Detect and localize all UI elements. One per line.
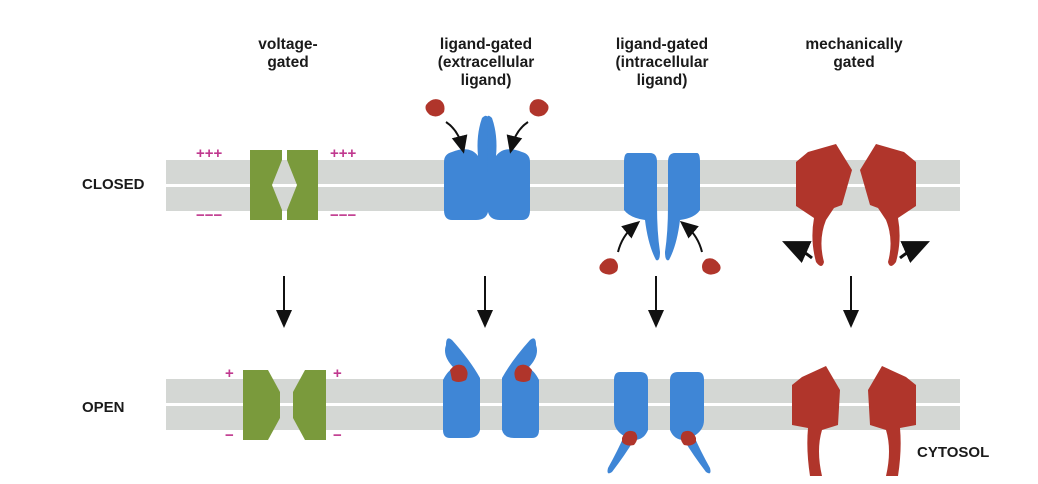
header-ligand-extracellular: ligand-gated (extracellular ligand) [406, 36, 566, 90]
row-label-closed: CLOSED [82, 176, 145, 193]
charge-plus-open-left: + [225, 365, 234, 382]
voltage-channel-open [243, 370, 326, 440]
ligand-intra-subunit-left [607, 372, 648, 474]
header-line: (intracellular [615, 54, 709, 71]
charge-minus-open-right: − [333, 427, 342, 444]
header-mechanically-gated: mechanically gated [774, 36, 934, 72]
ligand-intra-subunit-left [624, 153, 660, 261]
voltage-subunit-right [287, 150, 318, 220]
curved-arrow-left [617, 220, 641, 253]
ligand-intra-subunit-right [665, 153, 700, 261]
bound-ligand-right [680, 430, 696, 446]
ligand-extra-channel-closed [444, 115, 530, 220]
charge-plus-open-right: + [333, 365, 342, 382]
mechanical-tension-arrows [782, 241, 930, 264]
mechanical-subunit-right [860, 144, 916, 266]
mechanical-subunit-right [868, 366, 916, 476]
ligand-extra-subunit-right [486, 115, 530, 220]
charges: +++ +++ −−− −−− + + − − [196, 145, 357, 444]
row-label-open: OPEN [82, 399, 125, 416]
voltage-subunit-left [243, 370, 280, 440]
ligand-droplet-right [702, 258, 721, 275]
header-voltage-gated: voltage- gated [208, 36, 368, 72]
header-line: ligand) [460, 72, 512, 89]
ligand-extra-subunit-left [443, 338, 480, 438]
bound-ligand-right [514, 364, 532, 382]
mechanical-channel-closed [796, 144, 916, 266]
ligand-extra-subunit-left [444, 115, 489, 220]
mechanical-channel-open [792, 366, 916, 476]
ligand-extra-subunit-right [502, 338, 539, 438]
ligand-intra-channel-open [607, 372, 711, 474]
header-line: gated [833, 54, 875, 71]
header-line: ligand-gated [615, 36, 709, 53]
curved-arrow-left [445, 121, 468, 154]
mechanical-subunit-left [796, 144, 852, 266]
ligand-droplet-left [425, 99, 445, 117]
voltage-subunit-left [250, 150, 282, 220]
ligand-intra-ligands [599, 220, 721, 275]
voltage-subunit-right [293, 370, 326, 440]
voltage-channel-closed [250, 150, 318, 220]
membrane-open [166, 379, 960, 430]
header-line: gated [267, 54, 309, 71]
ligand-droplet-right [529, 99, 549, 117]
mechanical-subunit-left [792, 366, 840, 476]
bound-ligand-left [450, 364, 468, 382]
charge-minus-open-left: − [225, 427, 234, 444]
membrane-leaflet-bottom [166, 406, 960, 430]
charge-plus-closed-left: +++ [196, 145, 223, 162]
ligand-intra-channel-closed [624, 153, 700, 261]
tension-arrow-right [899, 241, 930, 264]
tension-arrow-left [782, 241, 813, 264]
header-line: mechanically [805, 36, 903, 53]
ligand-extra-channel-open [443, 338, 539, 438]
transition-arrows [276, 276, 859, 328]
curved-arrow-right [506, 121, 529, 154]
header-line: (extracellular [437, 54, 535, 71]
ligand-droplet-left [599, 258, 618, 275]
cytosol-label: CYTOSOL [917, 444, 990, 461]
header-line: ligand-gated [439, 36, 533, 53]
header-line: ligand) [636, 72, 688, 89]
charge-minus-closed-left: −−− [196, 207, 223, 224]
curved-arrow-right [679, 220, 703, 253]
header-ligand-intracellular: ligand-gated (intracellular ligand) [582, 36, 742, 90]
ligand-intra-subunit-right [670, 372, 711, 474]
bound-ligand-left [622, 430, 638, 446]
header-line: voltage- [258, 36, 318, 53]
charge-minus-closed-right: −−− [330, 207, 357, 224]
membrane-leaflet-top [166, 379, 960, 403]
charge-plus-closed-right: +++ [330, 145, 357, 162]
ligand-extra-ligands [425, 99, 549, 154]
